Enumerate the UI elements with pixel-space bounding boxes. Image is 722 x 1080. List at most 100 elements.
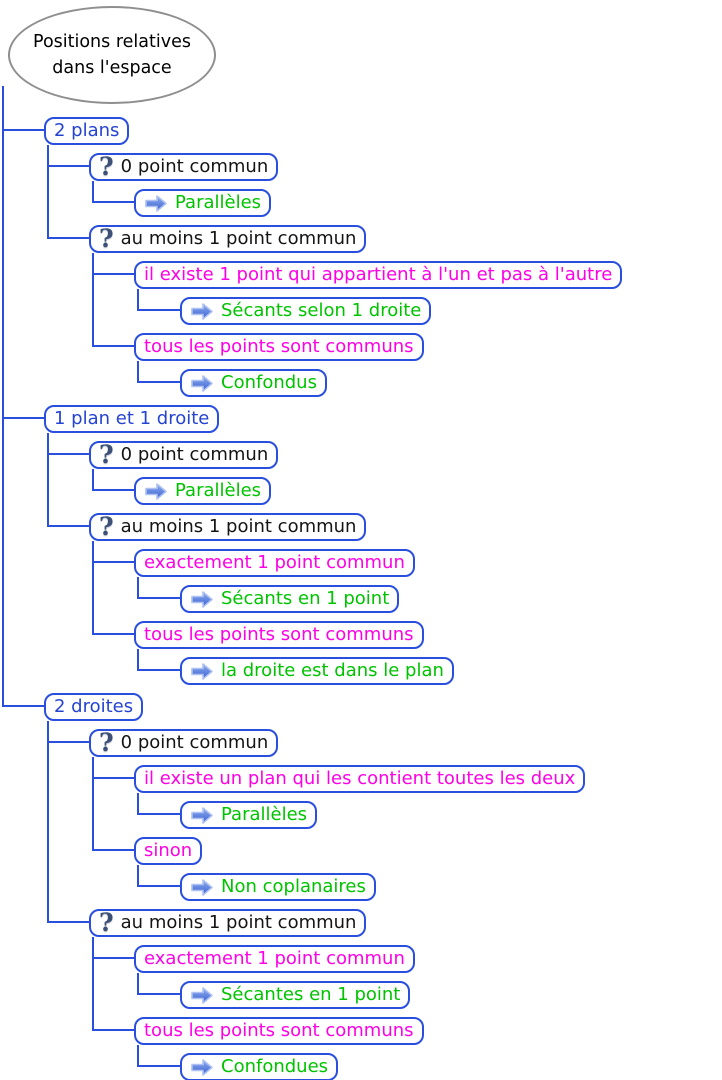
question-mark-icon: ?	[99, 440, 114, 469]
connector-line	[137, 1065, 180, 1067]
node-exactement-1-point-commun[interactable]: exactement 1 point commun	[134, 549, 415, 577]
node-label: exactement 1 point commun	[144, 948, 405, 969]
node-label: Sécants en 1 point	[221, 588, 390, 609]
node-label: Confondues	[221, 1056, 329, 1077]
connector-line	[137, 309, 180, 311]
node-tous-les-points-communs[interactable]: tous les points sont communs	[134, 1017, 424, 1045]
node-label: il existe un plan qui les contient toute…	[144, 768, 576, 789]
node-au-moins-1-point-commun[interactable]: ? au moins 1 point commun	[89, 513, 367, 541]
node-confondues[interactable]: Confondues	[180, 1053, 339, 1080]
node-label: la droite est dans le plan	[221, 660, 444, 681]
connector-line	[92, 345, 134, 347]
connector-line	[137, 993, 180, 995]
connector-line	[47, 921, 89, 923]
node-exactement-1-point-commun[interactable]: exactement 1 point commun	[134, 945, 415, 973]
node-au-moins-1-point-commun[interactable]: ? au moins 1 point commun	[89, 909, 367, 937]
connector-line	[47, 525, 89, 527]
connector-line	[92, 777, 134, 779]
connector-line	[92, 1029, 134, 1031]
node-secants-en-1-point[interactable]: Sécants en 1 point	[180, 585, 400, 613]
connector-line	[47, 453, 89, 455]
node-paralleles[interactable]: Parallèles	[134, 189, 272, 217]
node-1-plan-et-1-droite[interactable]: 1 plan et 1 droite	[44, 405, 220, 433]
connector-line	[137, 361, 139, 383]
node-label: 0 point commun	[120, 156, 269, 177]
node-label: Parallèles	[221, 804, 308, 825]
arrow-right-icon	[190, 986, 214, 1005]
node-label: 2 plans	[54, 120, 120, 141]
node-label: 0 point commun	[120, 732, 269, 753]
root-node[interactable]: Positions relatives dans l'espace	[8, 6, 216, 104]
connector-line	[92, 253, 94, 347]
connector-line	[137, 289, 139, 311]
node-label: au moins 1 point commun	[120, 228, 357, 249]
node-label: sinon	[144, 840, 193, 861]
arrow-right-icon	[190, 374, 214, 393]
arrow-right-icon	[190, 302, 214, 321]
node-il-existe-un-plan[interactable]: il existe un plan qui les contient toute…	[134, 765, 586, 793]
connector-line	[92, 469, 94, 491]
connector-line	[92, 937, 94, 1031]
node-non-coplanaires[interactable]: Non coplanaires	[180, 873, 376, 901]
connector-line	[47, 165, 89, 167]
node-label: Parallèles	[175, 192, 262, 213]
connector-line	[137, 649, 139, 671]
connector-line	[92, 273, 134, 275]
root-label: Positions relatives dans l'espace	[33, 32, 191, 78]
connector-line	[92, 957, 134, 959]
node-sinon[interactable]: sinon	[134, 837, 203, 865]
connector-line	[47, 741, 89, 743]
connector-line	[92, 181, 94, 203]
connector-line	[47, 145, 49, 239]
connector-line	[92, 849, 134, 851]
arrow-right-icon	[190, 590, 214, 609]
node-secantes-en-1-point[interactable]: Sécantes en 1 point	[180, 981, 411, 1009]
node-label: tous les points sont communs	[144, 624, 414, 645]
connector-line	[47, 237, 89, 239]
node-0-point-commun[interactable]: ? 0 point commun	[89, 728, 279, 757]
node-la-droite-est-dans-le-plan[interactable]: la droite est dans le plan	[180, 657, 454, 685]
connector-line	[92, 201, 134, 203]
connector-line	[92, 757, 94, 851]
arrow-right-icon	[144, 194, 168, 213]
node-il-existe-1-point[interactable]: il existe 1 point qui appartient à l'un …	[134, 261, 623, 289]
node-tous-les-points-communs[interactable]: tous les points sont communs	[134, 621, 424, 649]
node-confondus[interactable]: Confondus	[180, 369, 327, 397]
arrow-right-icon	[190, 1058, 214, 1077]
connector-line	[92, 561, 134, 563]
arrow-right-icon	[190, 662, 214, 681]
node-tous-les-points-communs[interactable]: tous les points sont communs	[134, 333, 424, 361]
node-label: 2 droites	[54, 696, 134, 717]
connector-line	[137, 381, 180, 383]
node-2-plans[interactable]: 2 plans	[44, 117, 130, 145]
connector-line	[2, 705, 44, 707]
connector-line	[137, 597, 180, 599]
connector-line	[137, 885, 180, 887]
node-label: Sécants selon 1 droite	[221, 300, 422, 321]
node-label: tous les points sont communs	[144, 336, 414, 357]
node-paralleles[interactable]: Parallèles	[180, 801, 318, 829]
connector-line	[92, 489, 134, 491]
node-secants-selon-1-droite[interactable]: Sécants selon 1 droite	[180, 297, 432, 325]
connector-line	[47, 721, 49, 923]
node-label: au moins 1 point commun	[120, 912, 357, 933]
connector-line	[92, 541, 94, 635]
node-0-point-commun[interactable]: ? 0 point commun	[89, 153, 279, 181]
connector-line	[137, 577, 139, 599]
arrow-right-icon	[144, 482, 168, 501]
node-paralleles[interactable]: Parallèles	[134, 477, 272, 505]
question-mark-icon: ?	[99, 224, 114, 253]
node-label: 0 point commun	[120, 444, 269, 465]
connector-line	[137, 973, 139, 995]
node-label: Non coplanaires	[221, 876, 366, 897]
connector-line	[137, 865, 139, 887]
node-0-point-commun[interactable]: ? 0 point commun	[89, 440, 279, 469]
node-2-droites[interactable]: 2 droites	[44, 693, 144, 721]
question-mark-icon: ?	[99, 728, 114, 757]
connector-line	[92, 633, 134, 635]
arrow-right-icon	[190, 806, 214, 825]
connector-line	[2, 86, 4, 707]
node-label: Parallèles	[175, 480, 262, 501]
node-au-moins-1-point-commun[interactable]: ? au moins 1 point commun	[89, 224, 367, 253]
